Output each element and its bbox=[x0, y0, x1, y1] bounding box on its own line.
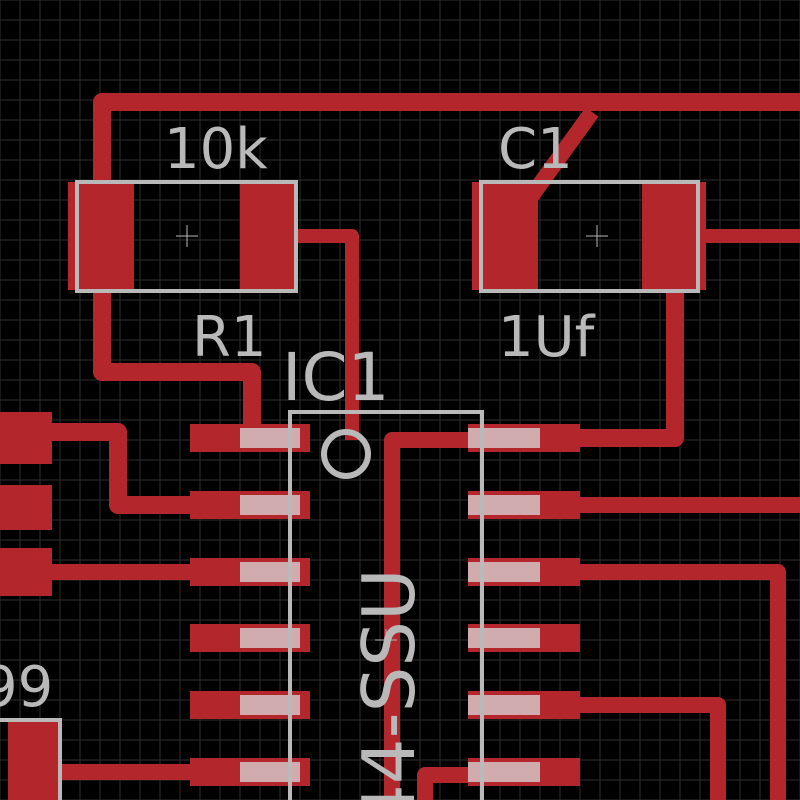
edge-pad bbox=[8, 722, 60, 800]
edge-pads-left[interactable] bbox=[0, 412, 60, 800]
edge-part-outline bbox=[0, 718, 62, 800]
c1-outline bbox=[479, 180, 700, 293]
ic1-pin-silk bbox=[240, 695, 300, 715]
ic1-pin-silk bbox=[468, 695, 540, 715]
ic1-pin-silk bbox=[468, 628, 540, 648]
trace-left-1 bbox=[40, 423, 200, 514]
ic1-pin-silk bbox=[468, 428, 540, 448]
crosshair-icon bbox=[375, 629, 397, 651]
trace-r1-down bbox=[93, 285, 261, 432]
ic1-outline[interactable] bbox=[288, 410, 484, 800]
r1-pad-2 bbox=[240, 182, 296, 290]
ic1-pin-silk bbox=[468, 495, 540, 515]
c1-name-label: C1 bbox=[498, 117, 573, 182]
ic1-pin-silk bbox=[240, 762, 300, 782]
edge-part-label: 99 bbox=[0, 655, 53, 720]
r1-outline bbox=[75, 180, 298, 293]
c1-footprint[interactable] bbox=[472, 180, 706, 293]
ic1-package-label: 44-SSU bbox=[347, 568, 431, 800]
trace-top-bus bbox=[93, 93, 800, 190]
r1-footprint[interactable] bbox=[68, 180, 298, 293]
ic1-pin-silk bbox=[240, 495, 300, 515]
edge-pad bbox=[0, 485, 52, 530]
trace-right-2 bbox=[580, 564, 786, 800]
r1-name-label: R1 bbox=[192, 305, 267, 370]
ic1-pin-silk bbox=[240, 562, 300, 582]
ic1-pin-silk bbox=[240, 628, 300, 648]
ic1-pin-silk bbox=[468, 762, 540, 782]
r1-value-label: 10k bbox=[164, 117, 268, 182]
copper-traces bbox=[40, 93, 800, 800]
trace-right-3 bbox=[580, 697, 726, 800]
trace-r1-right bbox=[298, 229, 359, 440]
circle-icon bbox=[321, 429, 371, 479]
crosshair-icon bbox=[176, 225, 198, 247]
edge-pad bbox=[0, 412, 52, 464]
c1-value-label: 1Uf bbox=[498, 305, 596, 370]
trace-c1-to-pin bbox=[580, 290, 684, 447]
ic1-pin-silk bbox=[468, 562, 540, 582]
c1-pad-2 bbox=[642, 182, 706, 290]
ic1-name-label: IC1 bbox=[282, 339, 390, 416]
edge-pad bbox=[0, 548, 52, 596]
crosshair-icon bbox=[586, 225, 608, 247]
ic1-pin-silk bbox=[240, 428, 300, 448]
